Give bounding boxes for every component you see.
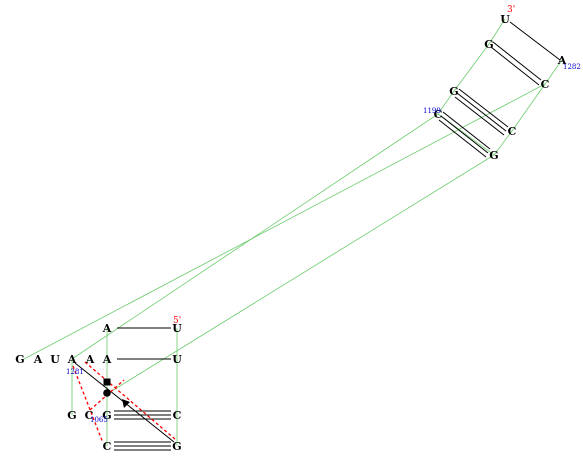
base-pair-triple-line — [458, 88, 509, 128]
nucleotide: A — [85, 353, 95, 366]
nucleotide: A — [557, 54, 567, 67]
nucleotide: G — [484, 38, 493, 51]
nucleotides: U G A C G C C G A U A U G A U A A G C G … — [15, 13, 566, 453]
bottom-helix-base-pairs — [74, 327, 175, 451]
position-number: 1282 — [563, 63, 581, 71]
base-pair-double-line — [490, 46, 540, 86]
interaction-symbols — [103, 378, 130, 408]
position-number: 1199 — [423, 107, 441, 115]
nucleotide: G — [67, 409, 76, 422]
nucleotide: U — [172, 322, 182, 335]
nucleotide: A — [67, 353, 77, 366]
square-symbol — [103, 378, 111, 386]
base-pair-triple-line — [438, 119, 487, 158]
non-canonical-line — [72, 365, 104, 444]
base-pair-triple-line — [440, 115, 489, 154]
top-helix-base-pairs — [438, 21, 561, 158]
nucleotide: G — [102, 409, 111, 422]
base-pair-triple-line — [442, 111, 491, 150]
long-range-backbone-3 — [106, 154, 495, 395]
three-prime-end-label: 3' — [507, 5, 515, 15]
nucleotide: G — [449, 85, 458, 98]
nucleotide: U — [50, 353, 60, 366]
nucleotide: C — [434, 108, 443, 121]
nucleotide: C — [85, 409, 94, 422]
nucleotide: A — [33, 353, 43, 366]
nucleotide: G — [15, 353, 24, 366]
top-helix-backbone — [437, 18, 563, 156]
base-pair-single — [509, 21, 561, 61]
nucleotide: G — [172, 440, 181, 453]
position-number: 1065 — [90, 416, 108, 424]
non-canonical-line — [84, 361, 177, 441]
nucleotide: U — [500, 13, 510, 26]
position-number: 1281 — [66, 368, 84, 376]
nucleotide: U — [172, 353, 182, 366]
five-prime-end-label: 5' — [173, 316, 181, 326]
long-range-backbone-1 — [71, 113, 439, 360]
nucleotide: C — [173, 409, 182, 422]
triangle-symbol — [122, 399, 130, 408]
nucleotide: A — [102, 322, 112, 335]
base-pair-double-line — [492, 41, 542, 81]
nucleotide: A — [102, 353, 112, 366]
nucleotide: C — [508, 125, 517, 138]
circle-symbol — [103, 389, 111, 397]
long-range-backbone-2 — [23, 83, 546, 360]
base-pair-triple-line — [456, 92, 507, 132]
nucleotide: G — [489, 149, 498, 162]
nucleotide: C — [103, 440, 112, 453]
base-pair-triple-line — [454, 96, 505, 136]
nucleotide: C — [541, 78, 550, 91]
